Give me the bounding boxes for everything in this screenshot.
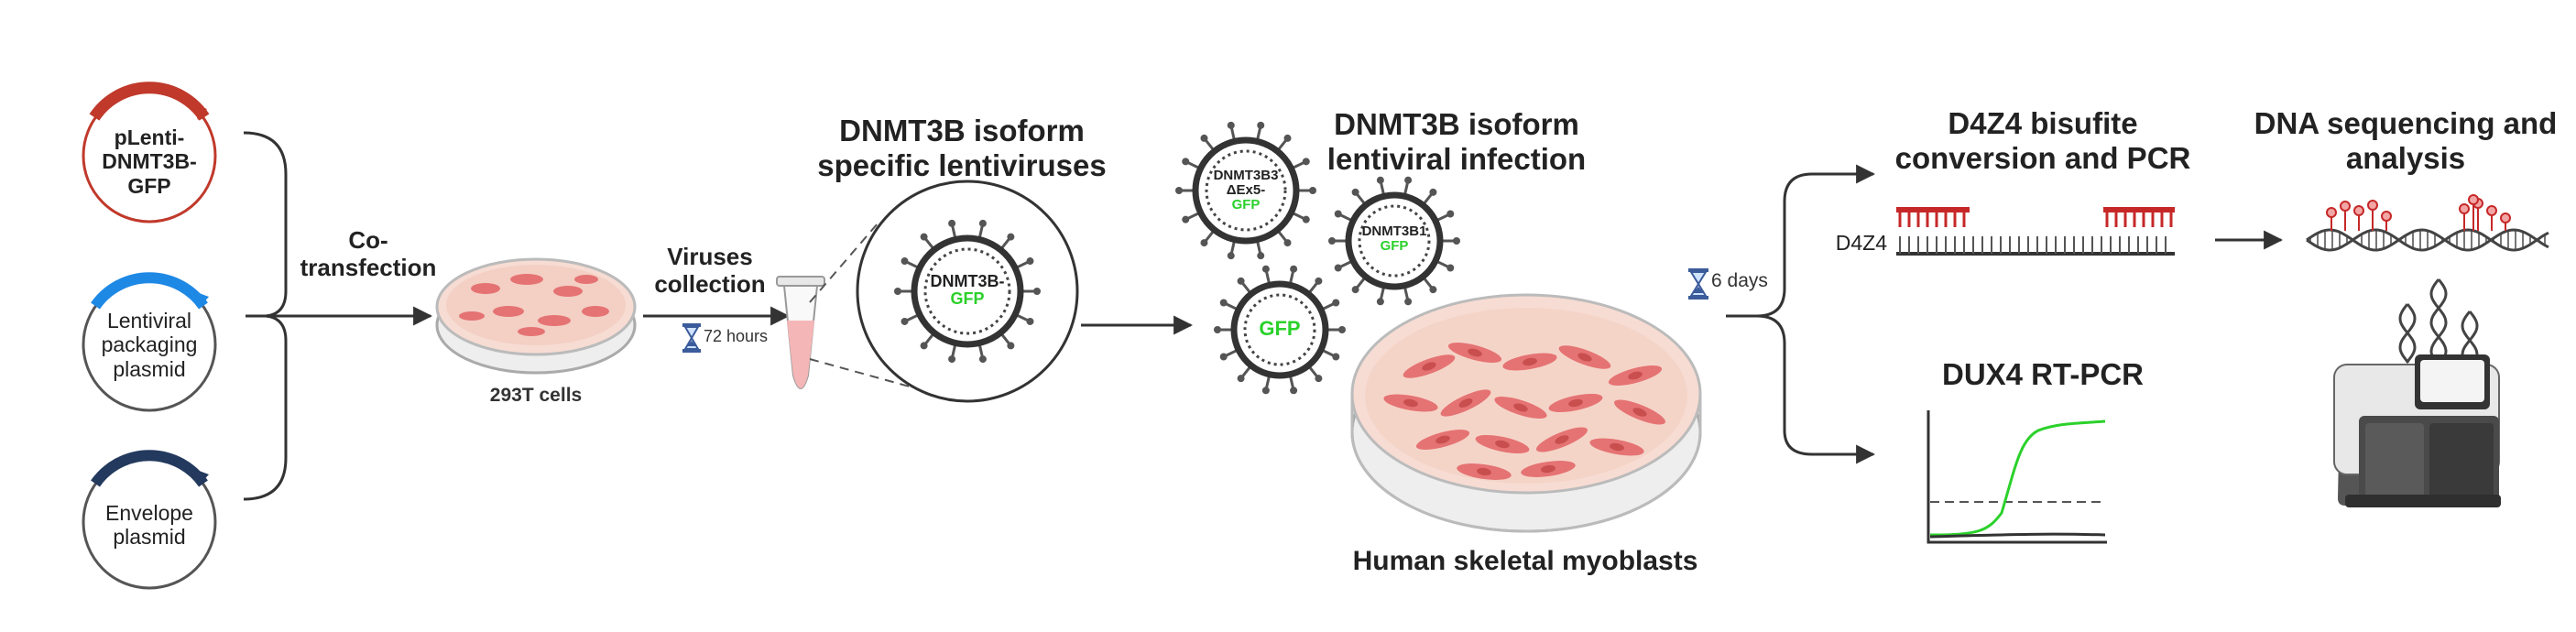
cotransfection-label: Co- transfection [286, 226, 451, 282]
plasmid-packaging-line2: packaging [101, 332, 198, 357]
cotransfection-line2: transfection [300, 253, 437, 281]
plasmid-packaging-line1: Lentiviral [106, 309, 192, 332]
plasmid-envelope-icon [82, 450, 217, 590]
d4z4-bisulfite-probes [1896, 207, 2175, 256]
virus-3b1-line2: GFP [1380, 237, 1409, 254]
plasmid-plenti-line3: GFP [127, 173, 171, 198]
pcr-curve-icon [1927, 410, 2107, 544]
virus-3b1-line1: DNMT3B1 [1361, 223, 1427, 239]
sequencing-title: DNA sequencing and analysis [2235, 106, 2576, 176]
cells-293t-label: 293T cells [489, 385, 583, 406]
specific-lentiviruses-title: DNMT3B isoform specific lentiviruses [760, 114, 1163, 183]
bisulfite-line1: D4Z4 bisufite [1948, 106, 2138, 140]
plasmid-envelope-label: Envelope plasmid [85, 501, 213, 550]
bisulfite-line2: conversion and PCR [1894, 140, 2191, 175]
virus-ex5-line1: DNMT3B3 [1213, 168, 1279, 183]
lentiviral-infection-line1: DNMT3B isoform [1334, 107, 1579, 141]
myoblasts-label: Human skeletal myoblasts [1352, 546, 1698, 576]
plasmid-packaging-label: Lentiviral packaging plasmid [85, 309, 213, 381]
zoom-lines [809, 223, 917, 389]
virus-ex5-label: DNMT3B3 ΔEx5- GFP [1202, 169, 1290, 212]
hourglass-icon [682, 323, 701, 353]
cotransfection-line1: Co- [348, 226, 388, 254]
virus-3b1-icon [1328, 176, 1460, 306]
d4z4-label: D4Z4 [1835, 231, 1887, 255]
specific-lentiviruses-line1: DNMT3B isoform [839, 114, 1085, 147]
sequencer-icon [2333, 278, 2501, 507]
cotransfection-bracket [243, 131, 433, 501]
virus-gfp-icon [1214, 265, 1346, 395]
viruses-collection-line2: collection [654, 269, 766, 298]
hourglass-6days-icon [1688, 268, 1708, 300]
petri-dish-293t-icon [435, 257, 637, 375]
virus-3b1-label: DNMT3B1 GFP [1350, 224, 1438, 254]
virus-ex5-icon [1175, 121, 1316, 260]
plasmid-plenti-line1: pLenti- [114, 125, 185, 149]
plasmid-packaging-line3: plasmid [113, 356, 186, 381]
plasmid-envelope-line2: plasmid [113, 525, 186, 550]
plasmid-plenti-line2: DNMT3B- [102, 149, 197, 174]
plasmid-packaging-icon [82, 272, 217, 412]
dux4-title: DUX4 RT-PCR [1941, 357, 2145, 391]
specific-lentiviruses-line2: specific lentiviruses [817, 147, 1107, 182]
hours-72-label: 72 hours [704, 327, 769, 345]
virus-inset-line1: DNMT3B- [930, 272, 1005, 290]
virus-ex5-line2: ΔEx5- [1226, 181, 1266, 198]
virus-inset-line2: GFP [950, 289, 985, 308]
dna-methylation-icon [2306, 194, 2549, 252]
virus-inset-label: DNMT3B- GFP [922, 273, 1013, 308]
lentiviral-infection-title: DNMT3B isoform lentiviral infection [1264, 107, 1649, 177]
virus-gfp-line1: GFP [1259, 317, 1301, 340]
bisulfite-title: D4Z4 bisufite conversion and PCR [1860, 106, 2226, 176]
sequencing-line2: analysis [2345, 140, 2466, 175]
viruses-collection-line1: Viruses [667, 243, 753, 270]
plasmid-plenti-icon [82, 82, 217, 223]
tube-icon [776, 276, 825, 389]
branch-arrows [1726, 164, 2284, 464]
plasmid-envelope-line1: Envelope [105, 501, 193, 525]
viruses-collection-label: Viruses collection [641, 243, 779, 299]
petri-dish-myoblasts-icon [1350, 293, 1702, 533]
lentiviral-infection-line2: lentiviral infection [1326, 141, 1587, 176]
virus-inset-icon [894, 219, 1041, 364]
virus-gfp-label: GFP [1243, 318, 1316, 339]
plasmid-plenti-label: pLenti- DNMT3B- GFP [85, 125, 213, 198]
virus-ex5-line3: GFP [1231, 196, 1261, 212]
sequencing-line1: DNA sequencing and [2254, 106, 2558, 140]
days-6-label: 6 days [1711, 270, 1768, 291]
